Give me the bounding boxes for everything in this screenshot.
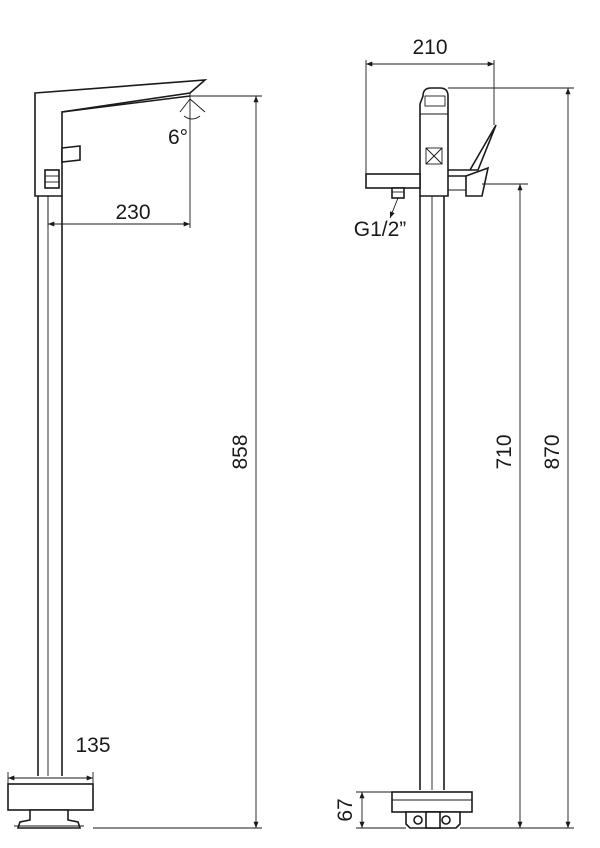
side-column [37,196,63,776]
side-angle-label: 6° [168,126,188,149]
dim-front-spout-height: 710 [482,183,528,828]
front-view: 210 G1/2” 710 870 67 [334,36,574,829]
dim-front-width: 210 [365,36,495,174]
dim-side-base: 135 [8,734,111,781]
side-reach-label: 230 [115,201,150,224]
front-base-height-label: 67 [334,798,357,821]
front-base [391,791,473,829]
dim-side-angle: 6° [168,98,206,149]
side-spout [34,79,208,197]
dim-front-connection: G1/2” [354,197,407,241]
side-base [7,772,94,829]
front-inlet [365,173,421,199]
front-body [419,87,449,197]
front-width-label: 210 [412,36,447,59]
dim-side-height: 858 [93,95,262,829]
front-lever [448,124,497,197]
side-base-label: 135 [75,734,110,757]
side-lever [61,145,81,163]
front-spout-height-label: 710 [493,434,516,469]
side-height-label: 858 [229,434,252,469]
side-view: 230 6° 858 135 [7,79,262,829]
side-connector [44,169,60,189]
dim-side-reach: 230 [47,99,191,228]
dim-front-total-height: 870 [448,87,574,829]
dim-front-base-height: 67 [334,791,406,829]
front-column [419,196,445,790]
front-total-height-label: 870 [541,434,564,469]
front-connection-label: G1/2” [354,218,407,241]
